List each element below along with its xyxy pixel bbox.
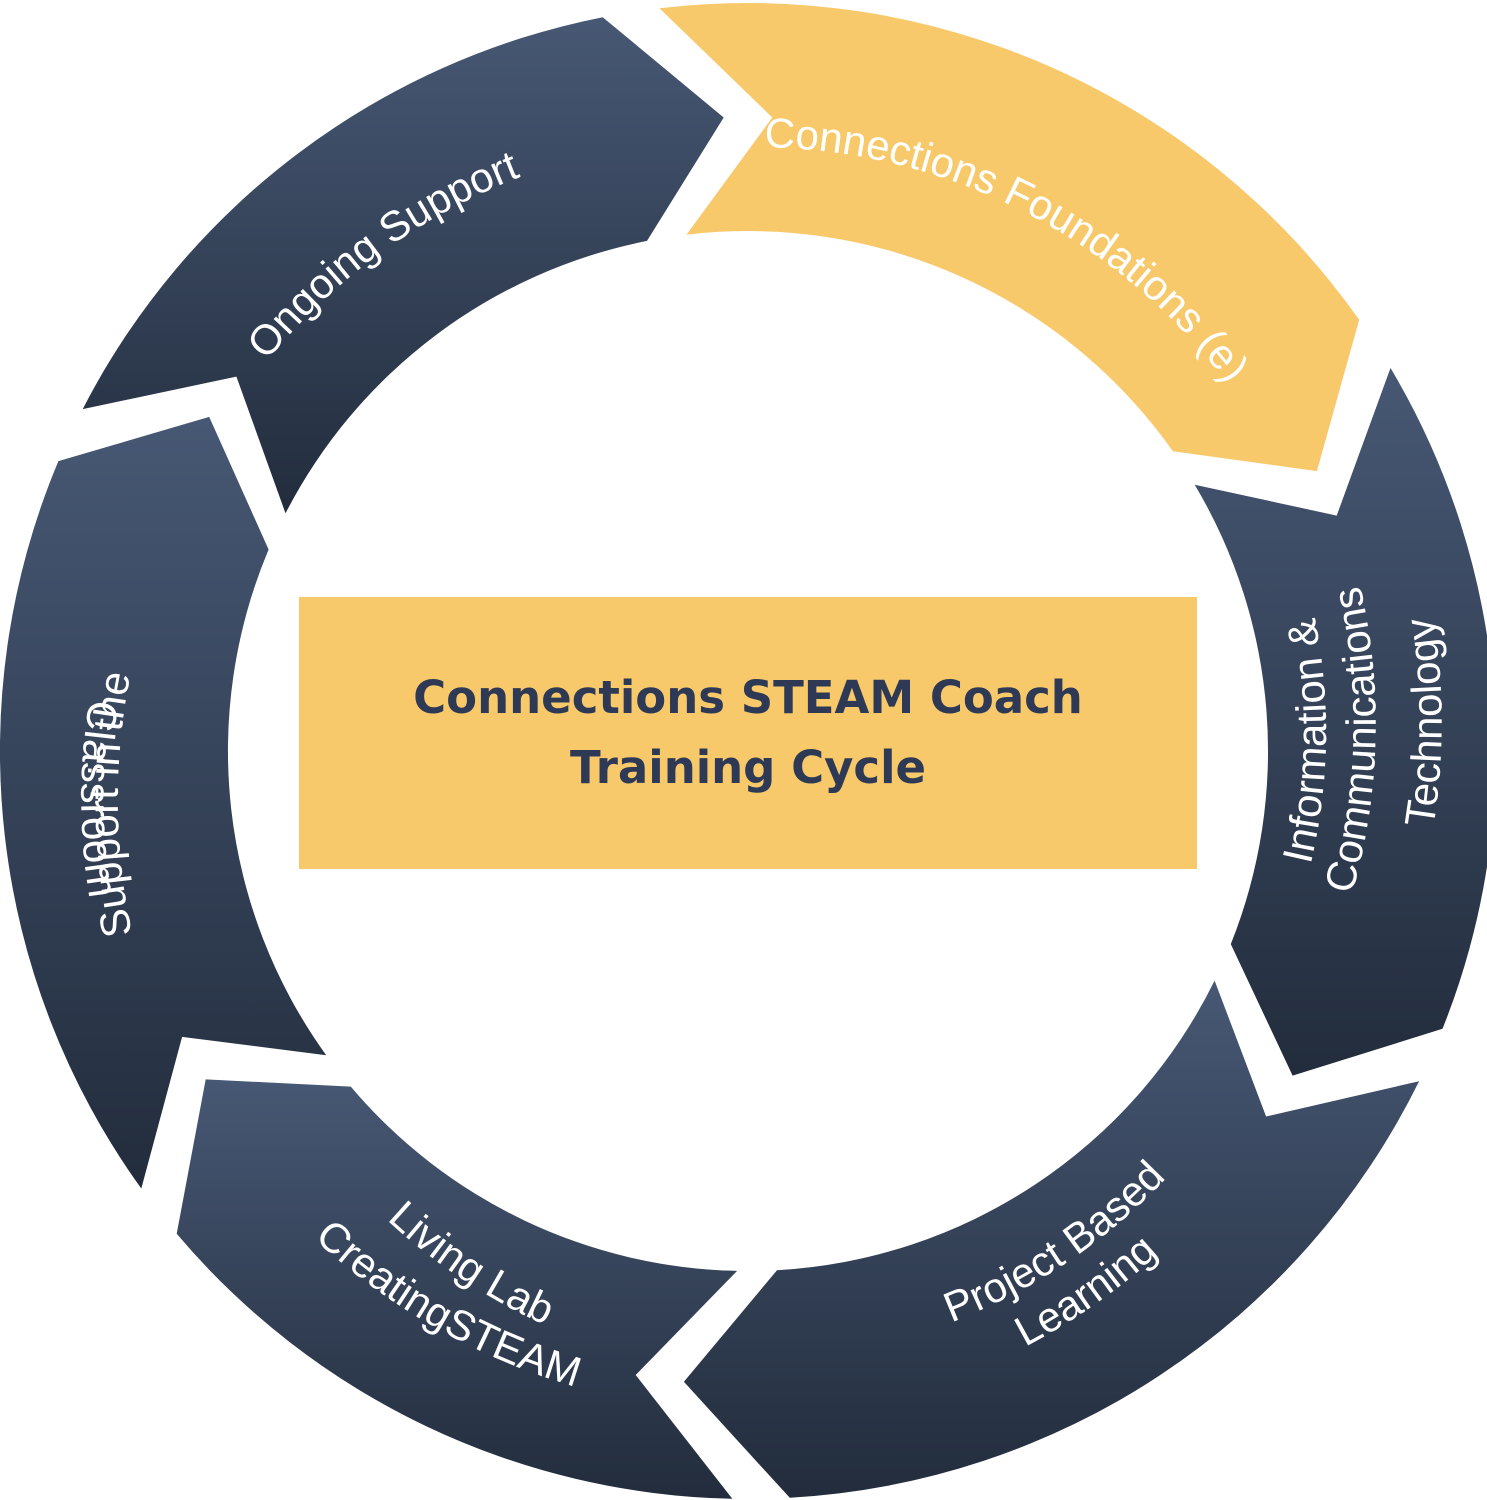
- center-title-line2: Training Cycle: [569, 741, 927, 794]
- segment-living-lab: [176, 1079, 738, 1499]
- center-title-line1: Connections STEAM Coach: [413, 671, 1083, 724]
- cycle-segments: [0, 3, 1487, 1499]
- segment-pbl: [683, 980, 1420, 1498]
- segment-label-support-classroom-line2: Classroom: [72, 698, 127, 900]
- segment-support-classroom: [0, 416, 327, 1189]
- segment-ict: [1194, 368, 1487, 1076]
- segment-label-ict-line3: Technology: [1396, 615, 1451, 829]
- segment-connections-foundations: [659, 3, 1360, 472]
- segment-ongoing-support: [82, 17, 724, 514]
- center-title-box: Connections STEAM Coach Training Cycle: [299, 597, 1197, 869]
